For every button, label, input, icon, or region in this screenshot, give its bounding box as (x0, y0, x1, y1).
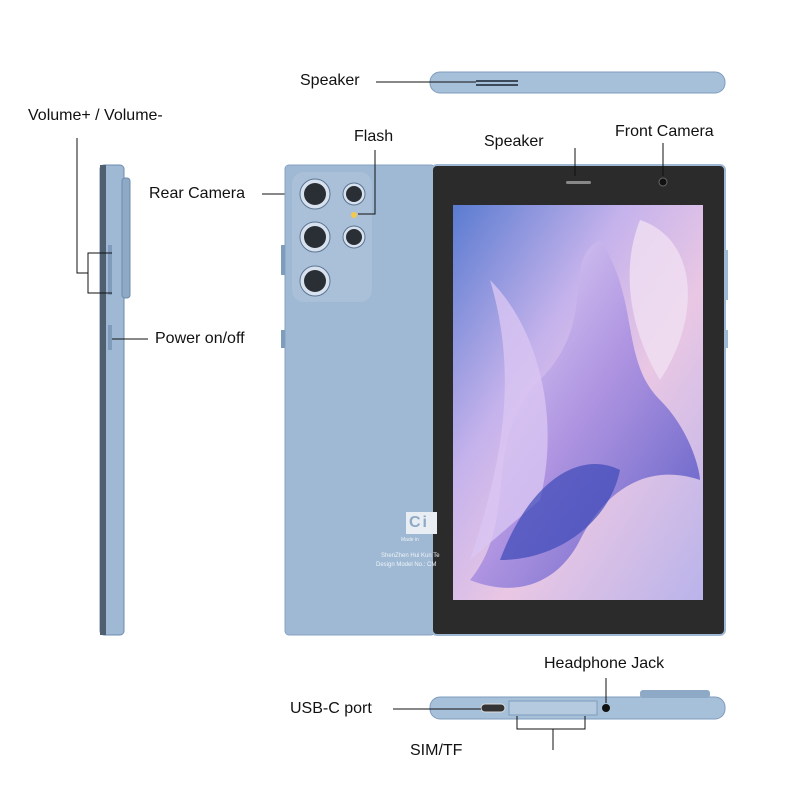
label-sim-tf: SIM/TF (410, 742, 463, 759)
label-rear-camera: Rear Camera (149, 185, 246, 202)
usb-c-port (480, 703, 506, 713)
screen-wallpaper (453, 205, 703, 600)
label-speaker-top: Speaker (300, 72, 360, 89)
label-usb-c: USB-C port (290, 700, 372, 717)
sim-tf-tray (508, 700, 598, 716)
volume-button[interactable] (108, 245, 112, 295)
camera-bump-side (121, 177, 131, 299)
brand-logo: Ci (406, 512, 437, 534)
front-speaker (566, 181, 591, 184)
label-volume: Volume+ / Volume- (28, 107, 163, 124)
power-button[interactable] (108, 325, 112, 350)
front-camera (658, 177, 668, 187)
model-text: Design Model No.: CM (376, 562, 437, 568)
headphone-jack (602, 704, 610, 712)
label-power: Power on/off (155, 330, 245, 347)
label-front-camera: Front Camera (615, 123, 714, 140)
rear-camera-lenses (299, 178, 366, 297)
label-flash: Flash (354, 128, 394, 145)
label-headphone-jack: Headphone Jack (544, 655, 665, 672)
origin-text: Made in (401, 537, 419, 543)
label-speaker-front: Speaker (484, 133, 544, 150)
manufacturer-text: ShenZhen Hui Kun Te (381, 553, 440, 559)
speaker-grille-top (476, 80, 518, 86)
flash (351, 212, 357, 218)
